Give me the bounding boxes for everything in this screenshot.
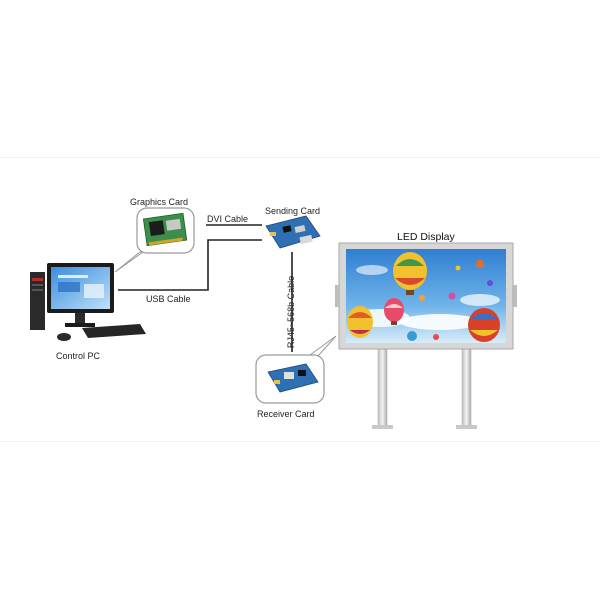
graphics-card-bubble <box>114 207 195 273</box>
control-pc-image <box>30 263 146 341</box>
sending-card-label: Sending Card <box>265 206 321 216</box>
dvi-cable-label: DVI Cable <box>207 214 249 224</box>
graphics-card-image <box>142 212 188 247</box>
balloon-right <box>468 308 500 342</box>
sending-card-image <box>265 215 321 249</box>
led-display-label: LED Display <box>397 231 455 243</box>
usb-cable-label: USB Cable <box>146 294 191 304</box>
balloon-large-top <box>393 252 427 295</box>
rj45-cable-label: RJ45~568b Cable <box>286 275 296 349</box>
graphics-card-label: Graphics Card <box>130 197 189 207</box>
usb-cable-line <box>118 239 262 291</box>
balloon-center <box>384 298 404 325</box>
led-display-image <box>335 242 517 429</box>
receiver-card-bubble <box>255 335 337 404</box>
control-pc-label: Control PC <box>56 351 101 361</box>
receiver-card-image <box>267 363 319 393</box>
balloon-left <box>347 306 373 338</box>
receiver-card-label: Receiver Card <box>257 409 315 419</box>
